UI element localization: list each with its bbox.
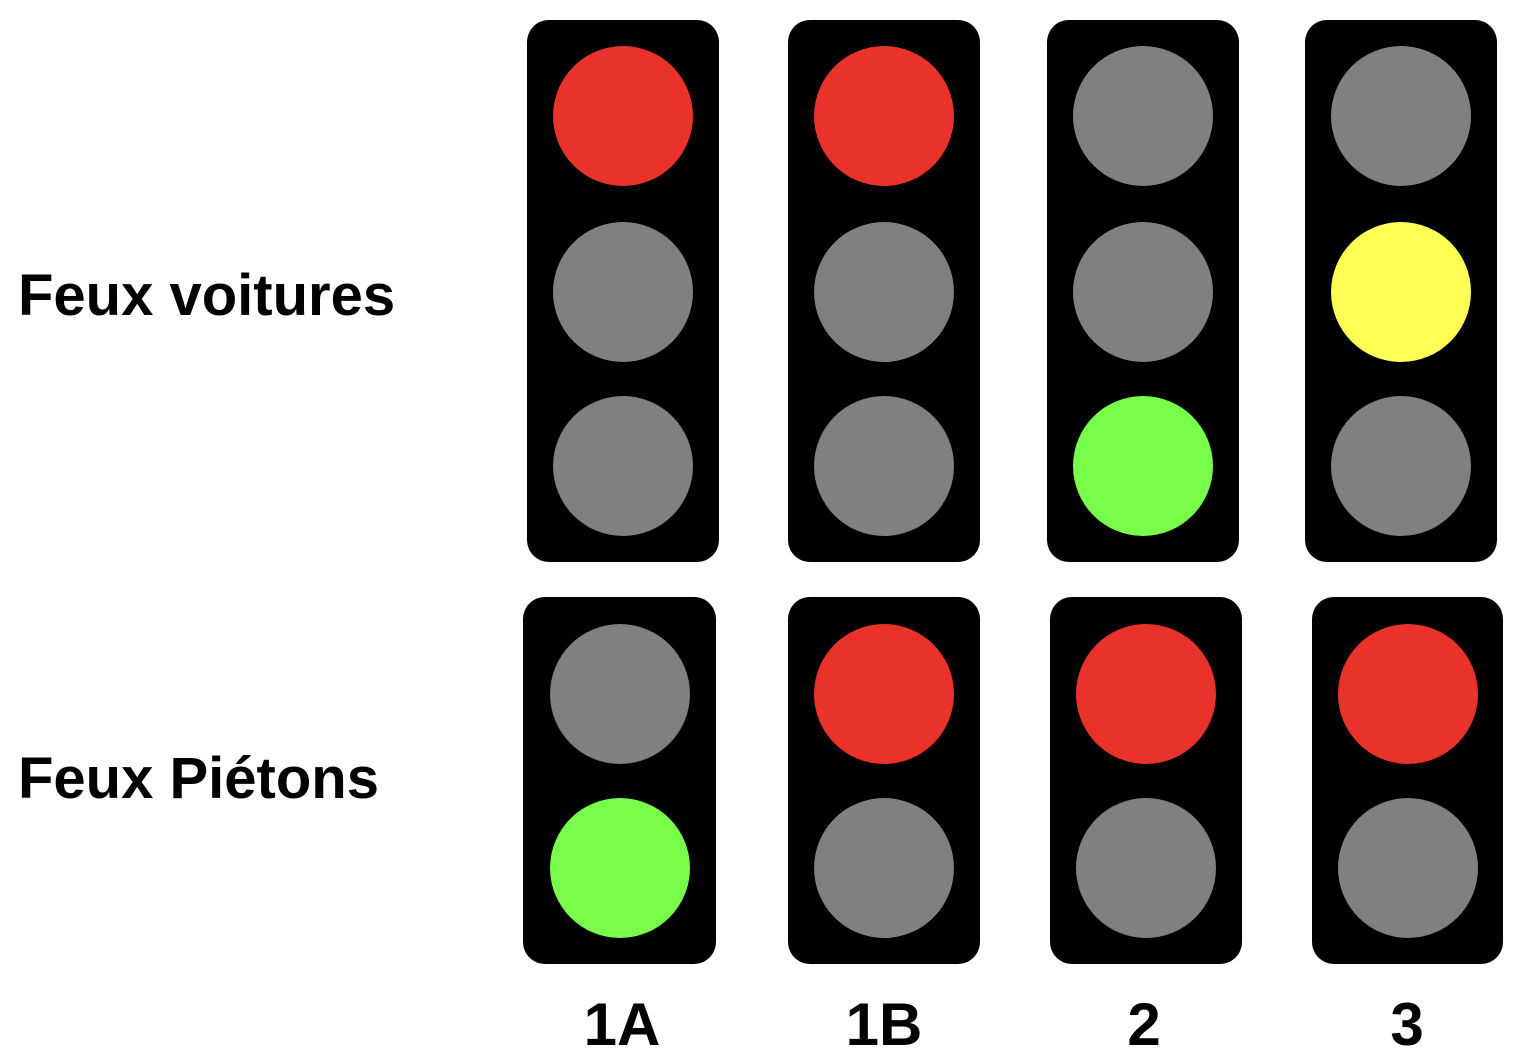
red-lamp <box>1073 46 1213 186</box>
red-lamp <box>549 624 690 764</box>
car-traffic-light-2 <box>1047 20 1239 562</box>
pedestrian-traffic-light-2 <box>1050 597 1242 964</box>
car-traffic-light-3 <box>1305 20 1497 562</box>
pedestrian-lights-label: Feux Piétons <box>18 746 379 811</box>
green-lamp <box>1337 798 1478 938</box>
red-lamp <box>814 46 954 186</box>
green-lamp <box>814 798 954 938</box>
green-lamp <box>1073 396 1213 536</box>
green-lamp <box>553 396 693 536</box>
car-traffic-light-1b <box>788 20 980 562</box>
amber-lamp <box>553 222 693 362</box>
green-lamp <box>814 396 954 536</box>
pedestrian-traffic-light-3 <box>1312 597 1503 964</box>
car-lights-label: Feux voitures <box>18 263 396 328</box>
phase-label-1b: 1B <box>845 991 923 1058</box>
amber-lamp <box>1073 222 1213 362</box>
phase-label-1a: 1A <box>583 991 661 1058</box>
red-lamp <box>814 624 954 764</box>
phase-label-3: 3 <box>1390 991 1424 1058</box>
pedestrian-traffic-light-1a <box>523 597 716 964</box>
car-traffic-light-1a <box>527 20 719 562</box>
phase-label-2: 2 <box>1127 991 1161 1058</box>
amber-lamp <box>1331 222 1471 362</box>
pedestrian-traffic-light-1b <box>788 597 980 964</box>
red-lamp <box>553 46 693 186</box>
green-lamp <box>1076 798 1216 938</box>
red-lamp <box>1331 46 1471 186</box>
red-lamp <box>1076 624 1216 764</box>
green-lamp <box>1331 396 1471 536</box>
red-lamp <box>1337 624 1478 764</box>
green-lamp <box>549 798 690 938</box>
amber-lamp <box>814 222 954 362</box>
